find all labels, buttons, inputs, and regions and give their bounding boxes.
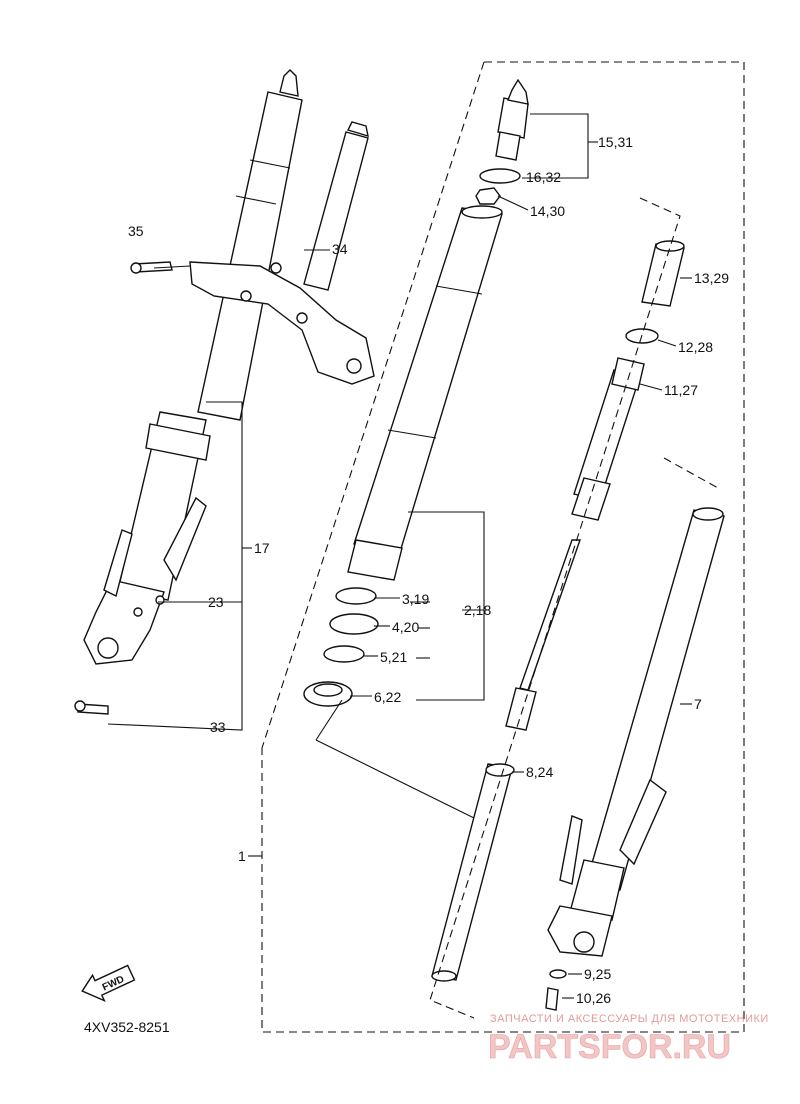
label-15-31: 15,31 [598,134,633,150]
watermark-tagline: ЗАПЧАСТИ И АКСЕССУАРЫ ДЛЯ МОТОТЕХНИКИ [490,1013,769,1025]
explode-box [261,61,745,1033]
label-33: 33 [210,719,226,735]
label-12-28: 12,28 [678,339,713,355]
label-9-25: 9,25 [584,966,611,982]
watermark: ЗАПЧАСТИ И АКСЕССУАРЫ ДЛЯ МОТОТЕХНИКИ PA… [488,1013,769,1066]
bolt-10-26 [545,987,559,1011]
label-5-21: 5,21 [380,649,407,665]
label-7: 7 [694,696,702,712]
label-1: 1 [238,848,246,864]
inner-tube-2-18 [347,205,503,581]
label-34: 34 [332,241,348,257]
bolt-33 [74,700,109,715]
diagram-code: 4XV352-8251 [84,1019,170,1035]
sub-box [429,197,681,1019]
label-10-26: 10,26 [576,990,611,1006]
label-6-22: 6,22 [374,689,401,705]
bolt-35 [130,261,173,274]
label-14-30: 14,30 [530,203,565,219]
label-35: 35 [128,223,144,239]
bracket-2-18 [315,739,475,819]
label-11-27: 11,27 [664,382,698,398]
spring-11-27 [571,357,663,521]
label-3-19: 3,19 [402,591,429,607]
label-2-18: 2,18 [464,602,491,618]
fwd-arrow-icon: FWD [81,964,136,1002]
nut-14-30 [475,187,501,205]
washer-16-32 [479,168,521,184]
part-labels: 15,31 16,32 14,30 35 34 13,29 12,28 11,2… [84,134,729,1035]
adjuster-15-31 [495,78,529,161]
label-17: 17 [254,540,270,556]
label-8-24: 8,24 [526,764,553,780]
washer-3-19 [335,587,377,605]
assembled-fork [83,69,303,665]
label-16-32: 16,32 [526,169,561,185]
label-4-20: 4,20 [392,619,419,635]
leader-lines-middle [350,113,598,701]
label-23: 23 [208,594,224,610]
washer-9-25 [549,969,567,979]
leader-lines-left [107,249,330,731]
outer-tube-7 [547,507,725,957]
label-13-29: 13,29 [694,270,729,286]
seal-4-20 [329,613,379,635]
spacer-13-29 [641,240,692,307]
watermark-brand: PARTSFOR.RU [488,1028,731,1066]
clip-5-21 [323,645,365,663]
